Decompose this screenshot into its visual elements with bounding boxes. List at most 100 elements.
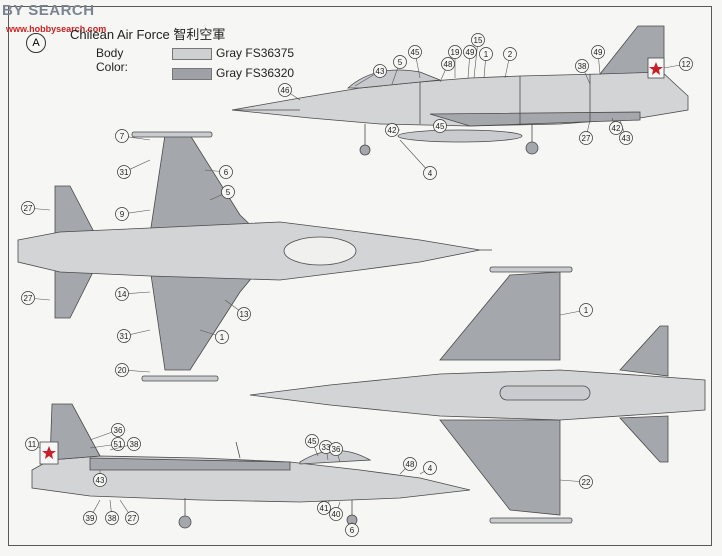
callout-circle [117,329,131,343]
callout-circle [403,457,417,471]
side-lower-tail-fin [49,403,101,461]
top-view-canopy [283,236,357,266]
callout-circle [471,33,485,47]
callout-number: 27 [24,204,33,213]
legend-swatch [172,68,212,80]
callout-circle [115,363,129,377]
legend-color-code: FS36375 [245,46,295,60]
callout-circle [83,511,97,525]
callout-circle [305,434,319,448]
callout-circle [423,166,437,180]
callout-circle [503,47,517,61]
callout-number: 31 [120,168,129,177]
callout-circle [441,57,455,71]
callout-number: 33 [322,443,331,452]
callout-number: 5 [226,188,231,197]
callout-number: 22 [582,478,591,487]
callout-number: 51 [114,440,123,449]
callout-circle [93,473,107,487]
sheet-border [8,6,712,546]
callout-number: 5 [398,58,403,67]
callout-circle [345,523,359,537]
legend-color-name: Gray [216,46,243,60]
callout-number: 27 [128,514,137,523]
bottom-view-lower-tailplane [619,415,669,463]
callout-number: 12 [682,60,691,69]
callout-circle [115,207,129,221]
callout-number: 45 [411,48,420,57]
side-upper-drop-tank [397,129,523,143]
callout-number: 1 [220,333,225,342]
callout-circle [393,55,407,69]
callout-number: 19 [451,48,460,57]
callout-number: 43 [96,476,105,485]
callout-leader [399,139,431,174]
callout-number: 9 [120,210,125,219]
callout-number: 36 [332,445,341,454]
callout-circle [579,303,593,317]
callout-circle [591,45,605,59]
callout-circle [125,511,139,525]
side-lower-dorsal-band [89,457,291,471]
legend-color-name: Gray [216,66,243,80]
callout-number: 45 [308,437,317,446]
callout-circle [317,501,331,515]
bottom-view-lower-wing [439,419,561,516]
callout-circle [219,165,233,179]
legend-swatch [172,48,212,60]
callout-number: 27 [24,294,33,303]
bottom-view-fuselage [249,369,706,421]
callout-number: 40 [332,510,341,519]
callout-number: 2 [508,50,513,59]
top-view [17,131,492,382]
callout-number: 4 [428,464,433,473]
callout-circle [448,45,462,59]
callout-circle [237,307,251,321]
callout-circle [278,83,292,97]
callout-number: 38 [578,62,587,71]
callout-number: 13 [240,310,249,319]
top-view-fuselage [17,221,481,281]
watermark-url: www.hobbysearch.com [6,24,107,34]
callout-circle [433,119,447,133]
callout-number: 48 [406,460,415,469]
callout-number: 43 [622,134,631,143]
callout-circle [463,45,477,59]
callout-number: 49 [594,48,603,57]
callout-number: 27 [582,134,591,143]
callout-circle [329,507,343,521]
callout-number: 6 [350,526,355,535]
callout-circle [679,57,693,71]
legend-color-code: FS36320 [245,66,295,80]
bottom-view-upper-wing [439,271,561,361]
legend-label: Body Color: [96,46,129,74]
bottom-view-centerline-tank [499,385,591,401]
callout-number: 39 [86,514,95,523]
callout-number: 20 [118,366,127,375]
top-view-lower-tailplane [54,267,96,319]
callout-circle [127,437,141,451]
top-view-upper-wing [149,134,262,235]
scheme-title: Chilean Air Force 智利空軍 [70,27,226,42]
callout-number: 38 [130,440,139,449]
callout-circle [115,287,129,301]
callout-circle [221,185,235,199]
side-view-lower [31,403,471,529]
callout-circle [423,461,437,475]
callout-number: 31 [120,332,129,341]
callout-circle [25,437,39,451]
callout-number: 46 [281,86,290,95]
callout-number: 45 [436,122,445,131]
callout-circle [215,330,229,344]
callout-circle [105,511,119,525]
callout-circle [619,131,633,145]
callout-number: 11 [28,440,37,449]
callout-number: 43 [376,67,385,76]
callout-circle [479,47,493,61]
callout-circle [21,291,35,305]
callout-circle [373,64,387,78]
step-marker: A [26,33,46,53]
